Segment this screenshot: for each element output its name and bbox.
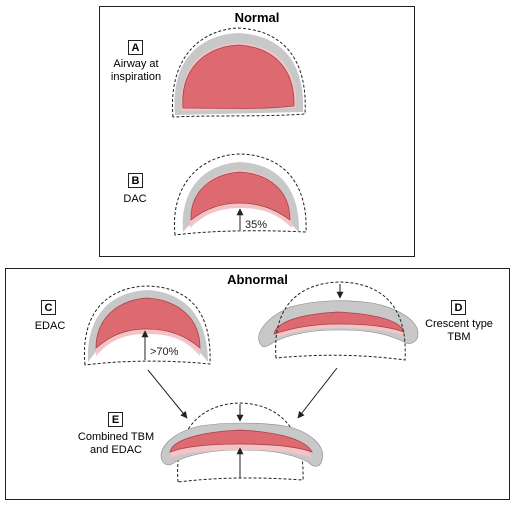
caption-a: Airway at inspiration	[95, 58, 177, 84]
caption-e-line1: Combined TBM	[77, 431, 155, 443]
airway-c-dashed-outline	[83, 285, 211, 366]
normal-panel	[99, 6, 415, 257]
airway-b-dashed-outline	[173, 153, 307, 236]
airway-a	[172, 27, 306, 118]
airway-a-dashed-outline	[172, 27, 306, 118]
label-d: D	[451, 300, 466, 315]
caption-a-line2: inspiration	[110, 71, 162, 83]
caption-d: Crescent type TBM	[416, 318, 502, 344]
airway-d-dashed-outline	[275, 281, 406, 361]
caption-d-line1: Crescent type	[425, 318, 493, 330]
airway-e	[160, 402, 323, 483]
normal-title: Normal	[234, 10, 280, 25]
caption-b: DAC	[123, 193, 147, 205]
caption-e: Combined TBM and EDAC	[66, 431, 166, 457]
caption-c: EDAC	[34, 320, 66, 332]
caption-a-line1: Airway at	[113, 58, 159, 70]
arrow-c-to-e	[147, 369, 188, 419]
airway-c-percent: >70%	[150, 346, 179, 358]
airway-c	[83, 285, 211, 366]
arrow-d-to-e	[297, 367, 338, 419]
airway-e-lumen	[169, 429, 313, 453]
airway-b-percent: 35%	[245, 219, 267, 231]
abnormal-panel	[5, 268, 510, 500]
label-e: E	[108, 412, 123, 427]
airway-b-lumen	[190, 171, 291, 221]
airway-d-lumen	[273, 311, 405, 335]
abnormal-title: Abnormal	[227, 272, 288, 287]
airway-c-lumen	[95, 297, 201, 349]
caption-d-line2: TBM	[447, 331, 471, 343]
caption-e-line2: and EDAC	[90, 444, 142, 456]
airway-b	[173, 153, 307, 236]
label-b: B	[128, 173, 143, 188]
label-c: C	[41, 300, 56, 315]
airway-d	[258, 281, 419, 361]
label-a: A	[128, 40, 143, 55]
airway-a-lumen	[182, 44, 295, 109]
